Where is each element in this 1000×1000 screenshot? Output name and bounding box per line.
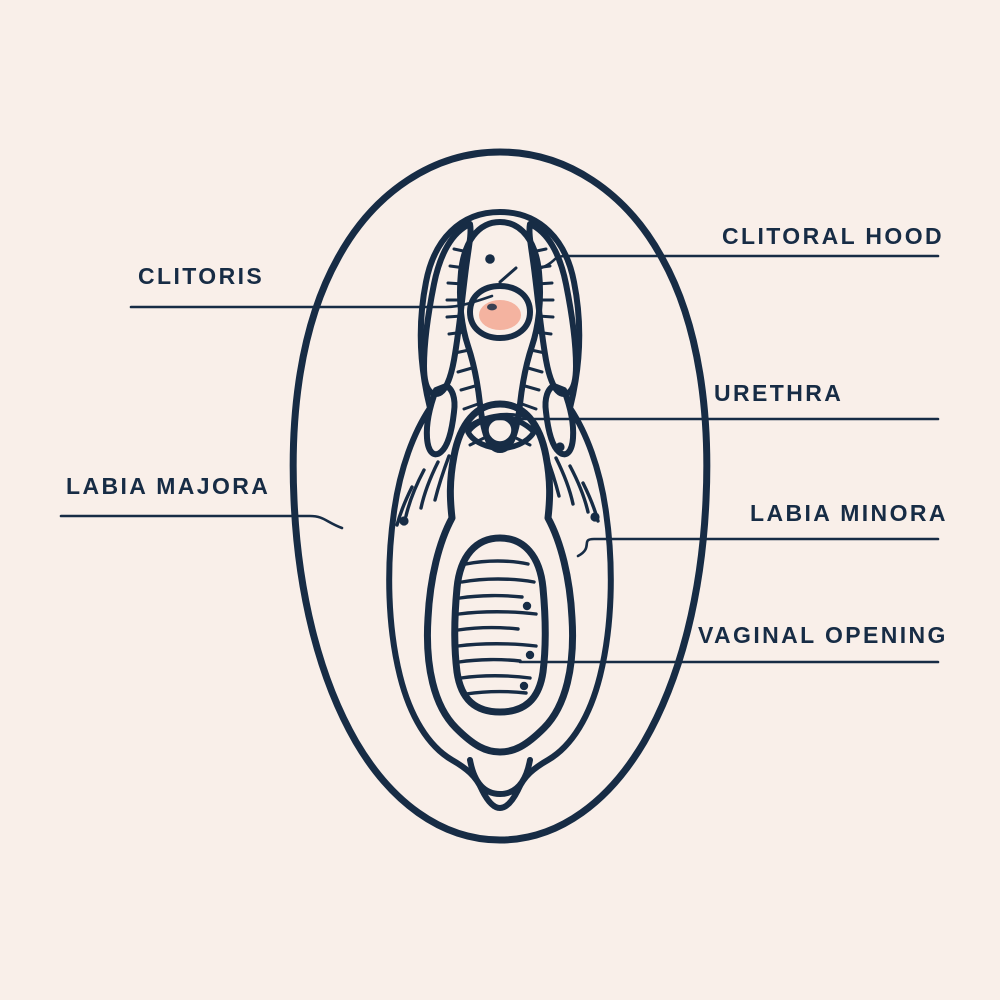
clitoris-socket	[467, 283, 533, 341]
urethra-upper-lid	[464, 412, 530, 430]
labia-majora-shape	[289, 148, 711, 844]
leader-line-clitoris	[129, 294, 494, 309]
labia-minora-texture-left	[395, 454, 451, 527]
perineum-notch	[467, 757, 533, 797]
clitoral-hood-right-tail	[542, 383, 577, 458]
label-labia-majora: LABIA MAJORA	[66, 473, 270, 499]
clitoris-group	[467, 283, 533, 341]
vestibule-shape	[423, 400, 577, 756]
leader-line-labia-majora	[59, 514, 344, 530]
shaft-dot	[485, 254, 495, 264]
urethra-group	[464, 412, 537, 452]
labels: CLITORIS CLITORAL HOOD URETHRA LABIA MAJ…	[66, 223, 948, 648]
label-clitoral-hood: CLITORAL HOOD	[722, 223, 944, 249]
vaginal-opening-group	[451, 534, 549, 716]
urethra-pupil	[483, 414, 517, 447]
label-vaginal-opening: VAGINAL OPENING	[698, 622, 948, 648]
label-labia-minora: LABIA MINORA	[750, 500, 948, 526]
vaginal-opening-hatching	[456, 559, 538, 696]
leader-line-labia-minora	[576, 537, 940, 558]
vaginal-opening-shape	[451, 534, 549, 716]
labia-minora-shape	[386, 209, 614, 811]
shaft-tick	[498, 266, 518, 284]
anatomy-art	[289, 148, 711, 844]
clitoris-highlight	[487, 303, 497, 311]
label-urethra: URETHRA	[714, 380, 843, 406]
label-clitoris: CLITORIS	[138, 263, 264, 289]
clitoral-hood-left-tail	[423, 383, 458, 458]
clitoris-shape	[479, 300, 521, 330]
